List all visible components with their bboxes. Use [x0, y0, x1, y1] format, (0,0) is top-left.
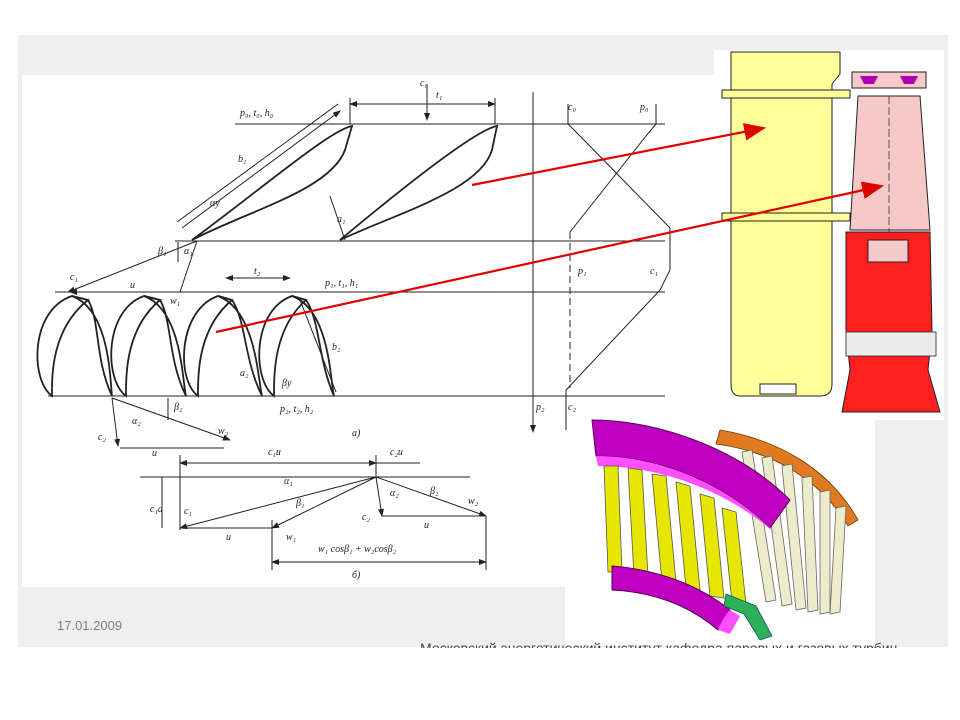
alpha1-lower-label: α₁: [284, 476, 293, 487]
w2-lower-label: w₂: [468, 496, 479, 507]
alpha1-label: α₁: [184, 246, 193, 257]
c1u-label: c₁u: [268, 447, 281, 458]
nozzle-inlet-label: p₀, t₀, h₀: [239, 108, 274, 119]
w2-label: w₂: [218, 426, 229, 437]
p2-right-label: p₂: [535, 402, 545, 413]
blade-cascade-3d: [591, 419, 859, 641]
blade-throat-label: a₂: [240, 368, 249, 379]
beta2-lower-label: β₂: [429, 486, 439, 497]
throat-label: a₁: [337, 214, 345, 225]
c0-label: c₀: [420, 78, 428, 89]
gap-state-label: p₁, t₁, h₁: [324, 278, 358, 289]
caption-b: б): [352, 570, 361, 581]
c1-lower-label: c₁: [184, 506, 192, 517]
sum-label: w₁ cosβ₁ + w₂cosβ₂: [318, 544, 397, 555]
p1-right-label: p₁: [577, 266, 586, 277]
u-label: u: [130, 280, 135, 291]
caption-a: а): [352, 428, 361, 439]
c1a-label: c₁a: [150, 504, 163, 515]
arrow-to-rotor: [215, 181, 885, 334]
u-outlet-label: u: [152, 448, 157, 459]
beta2-label: β₂: [173, 402, 183, 413]
c1-label: c₁: [70, 272, 78, 283]
nozzle-pitch-label: t₁: [436, 90, 442, 101]
cascade-drawing: [36, 84, 671, 570]
blade-chord-label: b₂: [332, 342, 341, 353]
beta1-lower-label: β₁: [295, 498, 304, 509]
w1-lower-label: w₁: [286, 532, 296, 543]
nozzle-chord-label: b₁: [238, 154, 246, 165]
c1-right-label: c₁: [650, 266, 658, 277]
w1-label: w₁: [170, 296, 180, 307]
diagram-labels: p₀, t₀, h₀ b₁ t₁ c₀ αу a₁ α₁ β₁ c₁ u w₁ …: [70, 78, 658, 581]
blade-pitch-label: t₂: [254, 266, 261, 277]
alpha2-lower-label: α₂: [390, 488, 399, 499]
outlet-state-label: p₂, t₂, h₂: [279, 404, 314, 415]
footer-institution: Московский энергетический институт кафед…: [420, 640, 898, 648]
c2u-label: c₂u: [390, 447, 403, 458]
beta-y-label: βу: [281, 378, 292, 389]
c2-lower-label: c₂: [362, 512, 370, 523]
footer-date: 17.01.2009: [57, 618, 123, 633]
stage-section: [721, 51, 941, 413]
beta1-label: β₁: [157, 246, 166, 257]
u-lower-label: u: [226, 532, 231, 543]
p0-right-label: p₀: [639, 102, 649, 113]
arrow-to-stator: [471, 123, 767, 187]
u-lower2-label: u: [424, 520, 429, 531]
c2-right-label: c₂: [568, 402, 576, 413]
alpha-y-label: αу: [210, 198, 220, 209]
c2-label: c₂: [98, 432, 106, 443]
c0-right-label: c₀: [568, 102, 576, 113]
alpha2-label: α₂: [132, 416, 141, 427]
